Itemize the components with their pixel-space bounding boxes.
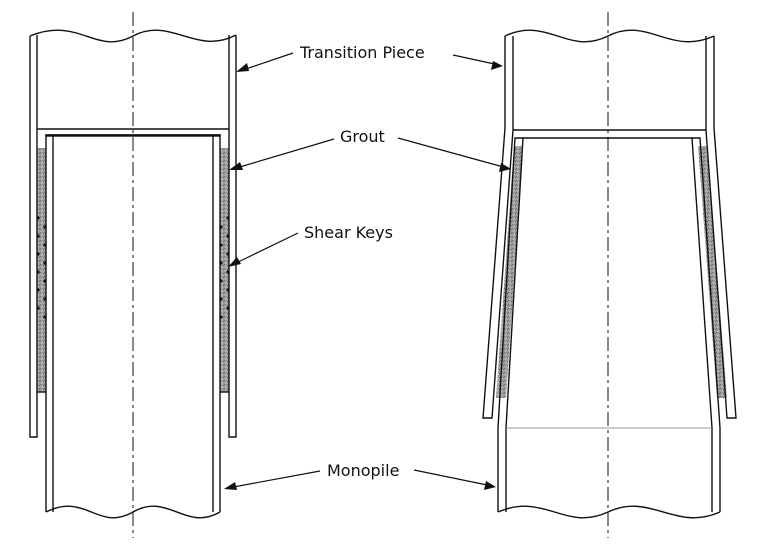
shear-keys-label: Shear Keys: [304, 223, 393, 242]
arrowhead-icon: [229, 162, 243, 170]
left-transition-piece: [29, 29, 237, 438]
transition-piece-callout: Transition Piece: [236, 43, 503, 72]
arrowhead-icon: [228, 257, 241, 267]
monopile-label: Monopile: [327, 461, 399, 480]
monopile-callout: Monopile: [224, 461, 496, 490]
arrowhead-icon: [236, 63, 249, 72]
grout-label: Grout: [340, 127, 385, 146]
right-monopile: [497, 137, 721, 519]
right-transition-piece: [482, 29, 737, 419]
right-grout: [496, 146, 727, 398]
transition-piece-label: Transition Piece: [299, 43, 425, 62]
left-cylindrical-connection: [29, 12, 237, 538]
arrowhead-icon: [224, 482, 237, 490]
left-monopile: [37, 134, 229, 519]
shear-keys-callout: Shear Keys: [228, 223, 393, 267]
right-conical-connection: [482, 12, 737, 538]
arrowhead-icon: [491, 61, 503, 70]
arrowhead-icon: [484, 481, 496, 490]
grout-callout: Grout: [229, 127, 511, 172]
left-grout: [37, 148, 229, 392]
arrowhead-icon: [499, 163, 511, 172]
